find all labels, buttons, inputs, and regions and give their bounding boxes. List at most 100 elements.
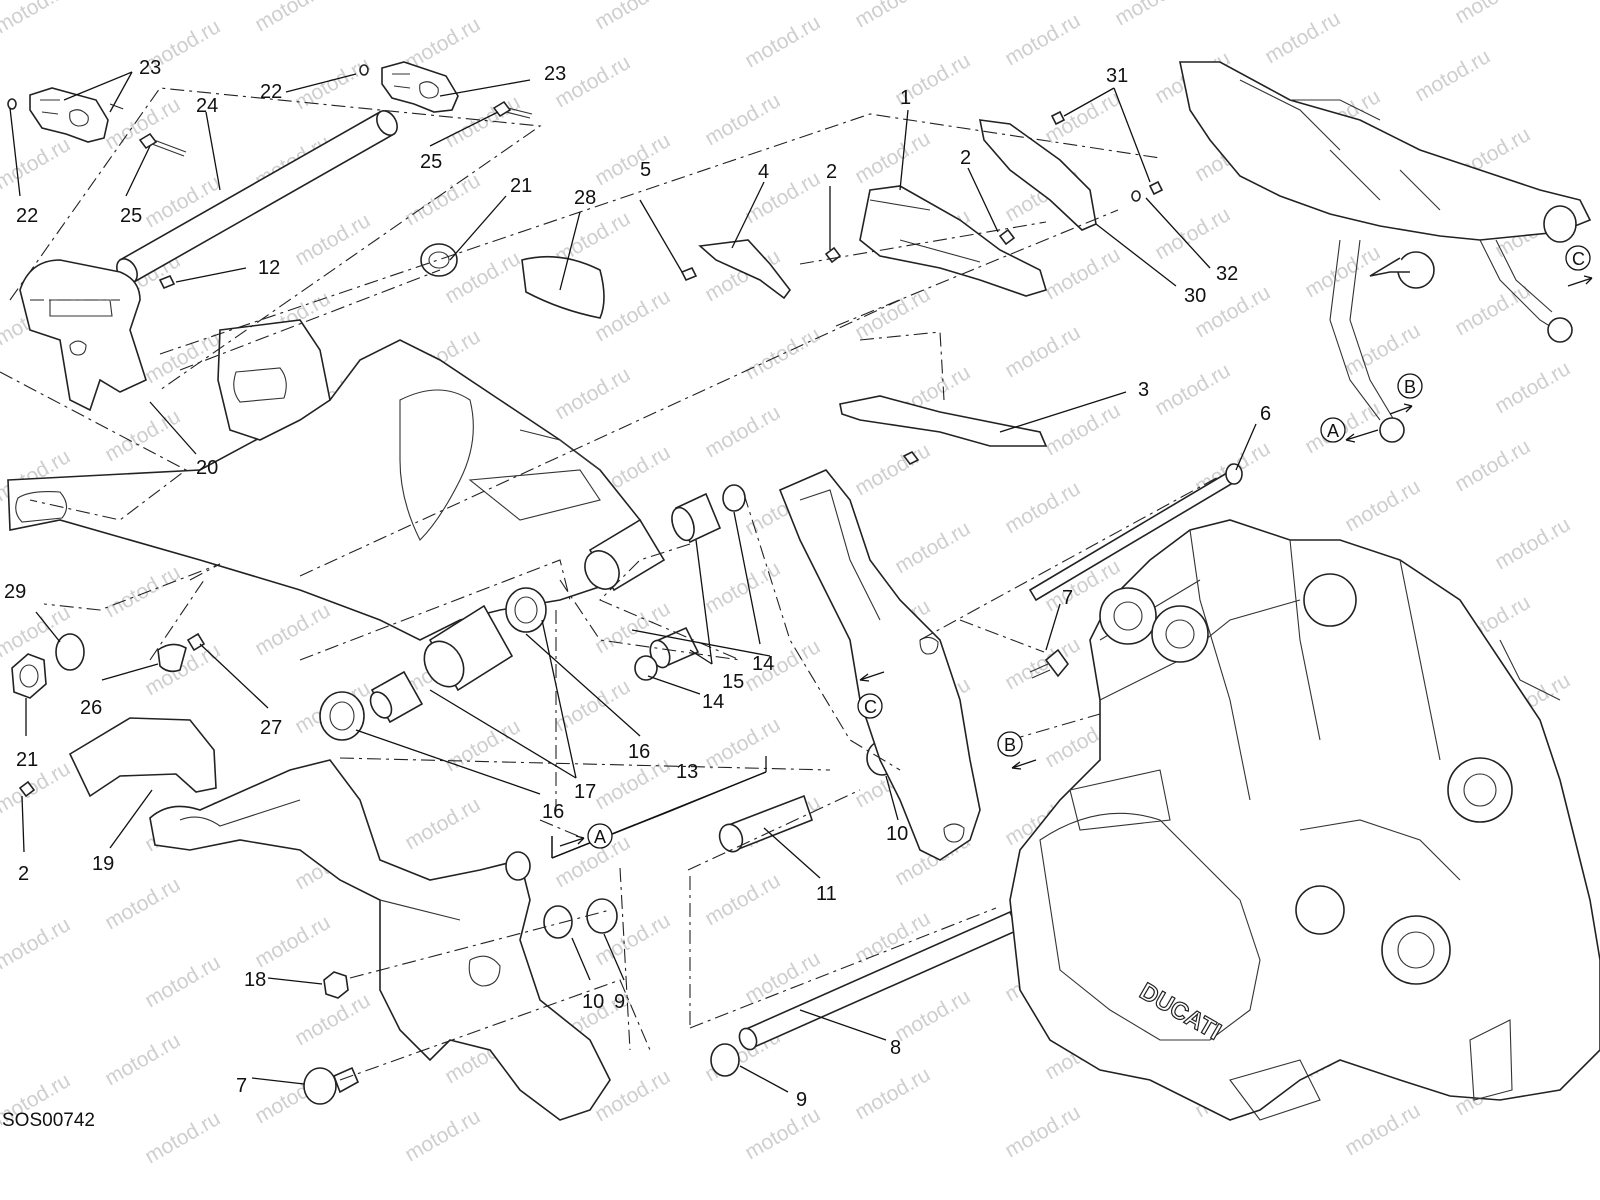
callout-2: 2 <box>18 863 29 885</box>
callout-11: 11 <box>816 883 837 905</box>
watermark-text: motod.ru <box>251 599 334 660</box>
watermark-text: motod.ru <box>291 209 374 270</box>
watermark-text: motod.ru <box>1111 0 1194 30</box>
cap-9-bottom <box>710 1043 740 1077</box>
callout-27: 27 <box>260 717 282 739</box>
watermark-text: motod.ru <box>1491 357 1574 418</box>
watermark-text: motod.ru <box>851 283 934 344</box>
screw-25-left <box>138 132 187 157</box>
watermark-text: motod.ru <box>141 1107 224 1168</box>
callout-26: 26 <box>80 697 102 719</box>
callout-3: 3 <box>1138 379 1149 401</box>
svg-text:A: A <box>594 827 606 847</box>
chain-guard-1 <box>859 185 1047 297</box>
callout-18: 18 <box>244 969 266 991</box>
watermark-text: motod.ru <box>851 1063 934 1124</box>
chain-adjuster-right <box>381 61 459 113</box>
callout-1: 1 <box>900 87 911 109</box>
watermark-text: motod.ru <box>1451 435 1534 496</box>
decal-28 <box>521 255 605 319</box>
reference-markers: A A B B C C <box>559 245 1593 849</box>
cap-9-lower <box>586 898 618 934</box>
watermark-text: motod.ru <box>101 93 184 154</box>
watermark-text: motod.ru <box>1151 203 1234 264</box>
chain-adjuster-left <box>29 87 109 143</box>
screw-2-left <box>18 780 36 798</box>
callout-19: 19 <box>92 853 114 875</box>
screw-27 <box>186 632 206 652</box>
screw-2-right <box>998 228 1016 246</box>
watermark-text: motod.ru <box>701 89 784 150</box>
callout-32: 32 <box>1216 263 1238 285</box>
watermark-text: motod.ru <box>741 323 824 384</box>
callout-21: 21 <box>16 749 38 771</box>
watermark-text: motod.ru <box>1001 321 1084 382</box>
callout-12: 12 <box>258 257 280 279</box>
callout-15: 15 <box>722 671 744 693</box>
watermark-text: motod.ru <box>441 715 524 776</box>
watermark-text: motod.ru <box>1341 319 1424 380</box>
screw-31-b <box>1148 180 1164 196</box>
callout-16: 16 <box>542 801 564 823</box>
callout-22: 22 <box>16 205 38 227</box>
screw-2-upper <box>824 246 842 264</box>
watermark-text: motod.ru <box>401 793 484 854</box>
ref-marker-c-left: C <box>857 671 885 719</box>
chain-slider-3 <box>839 395 1048 466</box>
callout-16: 16 <box>628 741 650 763</box>
pivot-boss-upper <box>584 518 666 592</box>
callout-23: 23 <box>544 63 566 85</box>
chain-guard-19 <box>68 717 217 798</box>
watermark-text: motod.ru <box>701 401 784 462</box>
rear-subframe <box>1179 61 1592 443</box>
group-line-14-15 <box>631 629 771 657</box>
svg-text:C: C <box>864 697 877 717</box>
callout-7: 7 <box>236 1075 247 1097</box>
seal-14-lower <box>634 655 658 681</box>
drawing-code: SOS00742 <box>2 1110 95 1131</box>
watermark-text: motod.ru <box>291 989 374 1050</box>
bush-10-lower <box>543 905 573 939</box>
parts-layer: DUCATI <box>7 61 1600 1121</box>
watermark-text: motod.ru <box>741 11 824 72</box>
callout-25: 25 <box>420 151 442 173</box>
callout-5: 5 <box>640 159 651 181</box>
callout-25: 25 <box>120 205 142 227</box>
callout-20: 20 <box>196 457 218 479</box>
ref-marker-a-upper: A <box>1320 417 1379 443</box>
bracket-4 <box>698 239 792 300</box>
watermark-text: motod.ru <box>101 873 184 934</box>
callout-22: 22 <box>260 81 282 103</box>
watermark-text: motod.ru <box>1261 7 1344 68</box>
watermark-text: motod.ru <box>851 127 934 188</box>
watermark-text: motod.ru <box>1041 243 1124 304</box>
watermark-text: motod.ru <box>741 1103 824 1164</box>
callout-10: 10 <box>582 991 604 1013</box>
callout-17: 17 <box>574 781 596 803</box>
nut-18 <box>323 971 349 999</box>
watermark-text: motod.ru <box>851 0 934 32</box>
engine: DUCATI <box>1009 519 1600 1121</box>
watermark-text: motod.ru <box>1001 633 1084 694</box>
watermark-text: motod.ru <box>0 913 74 974</box>
watermark-text: motod.ru <box>251 911 334 972</box>
callout-9: 9 <box>796 1089 807 1111</box>
watermark-text: motod.ru <box>591 129 674 190</box>
bushing-21-top <box>420 243 458 277</box>
guard-30 <box>978 119 1097 231</box>
callout-24: 24 <box>196 95 218 117</box>
callout-14: 14 <box>702 691 724 713</box>
callout-14: 14 <box>752 653 774 675</box>
watermark-text: motod.ru <box>551 675 634 736</box>
callout-6: 6 <box>1260 403 1271 425</box>
watermark-text: motod.ru <box>0 0 74 38</box>
callout-4: 4 <box>758 161 769 183</box>
watermark-text: motod.ru <box>1001 1101 1084 1162</box>
watermark-text: motod.ru <box>401 169 484 230</box>
watermark-text: motod.ru <box>851 439 934 500</box>
watermark-text: motod.ru <box>101 405 184 466</box>
axle-tube <box>116 110 398 284</box>
watermark-text: motod.ru <box>891 985 974 1046</box>
watermark-text: motod.ru <box>101 1029 184 1090</box>
watermark-text: motod.ru <box>1341 1099 1424 1160</box>
